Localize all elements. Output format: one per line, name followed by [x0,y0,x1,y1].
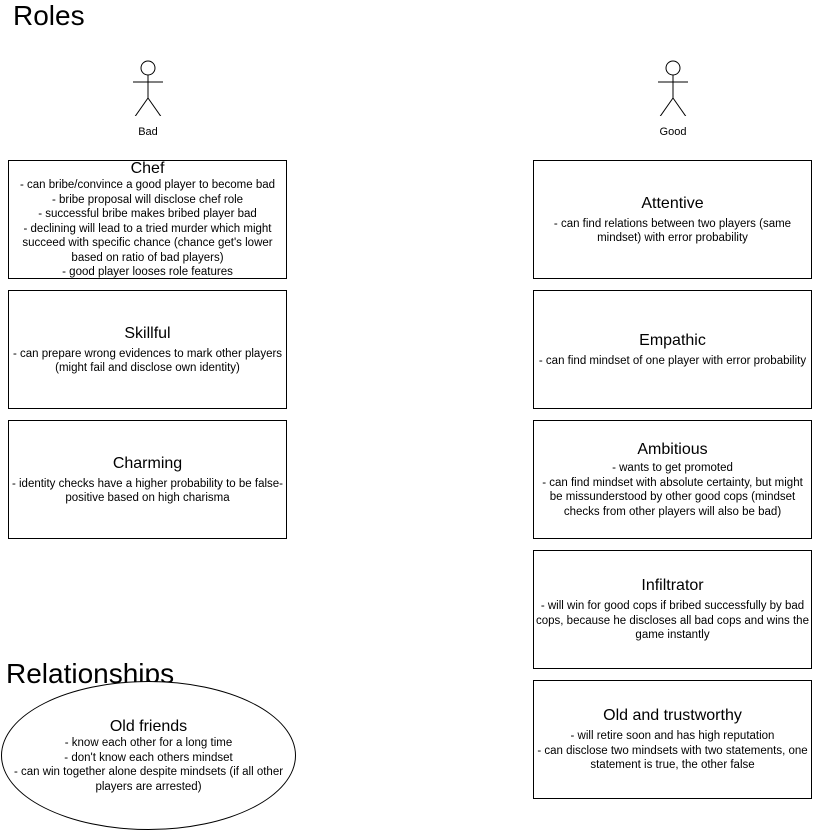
bad-actor-label: Bad [138,126,158,138]
role-title: Old and trustworthy [603,707,742,725]
role-description: - identity checks have a higher probabil… [11,477,284,505]
role-title: Skillful [124,324,171,342]
role-title: Infiltrator [641,577,704,595]
role-box-ambitious: Ambitious - wants to get promoted - can … [533,420,812,539]
role-description: - will retire soon and has high reputati… [537,730,808,772]
good-actor-label: Good [659,126,687,138]
role-description: - wants to get promoted - can find minds… [542,462,803,518]
role-box-skillful: Skillful - can prepare wrong evidences t… [8,290,287,409]
role-title: Attentive [641,194,704,212]
role-title: Chef [130,160,165,178]
role-description: - can find mindset of one player with er… [538,354,807,367]
role-description: - can find relations between two players… [553,217,792,245]
good-actor-icon [658,60,688,116]
role-box-old-and-trustworthy: Old and trustworthy - will retire soon a… [533,680,812,799]
role-description: - can bribe/convince a good player to be… [19,179,276,279]
role-box-attentive: Attentive - can find relations between t… [533,160,812,279]
role-title: Empathic [639,331,706,349]
relationship-title: Old friends [109,718,188,735]
role-box-infiltrator: Infiltrator - will win for good cops if … [533,550,812,669]
role-box-empathic: Empathic - can find mindset of one playe… [533,290,812,409]
relationship-description: - know each other for a long time - don'… [13,737,284,793]
roles-heading: Roles [13,0,85,31]
role-description: - can prepare wrong evidences to mark ot… [12,347,283,375]
role-box-chef: Chef - can bribe/convince a good player … [8,160,287,279]
role-title: Ambitious [637,441,708,458]
role-box-charming: Charming - identity checks have a higher… [8,420,287,539]
bad-actor-icon [133,60,163,116]
relationship-ellipse-old-friends: Old friends - know each other for a long… [1,681,296,830]
role-description: - will win for good cops if bribed succe… [536,600,809,642]
role-title: Charming [112,454,183,472]
